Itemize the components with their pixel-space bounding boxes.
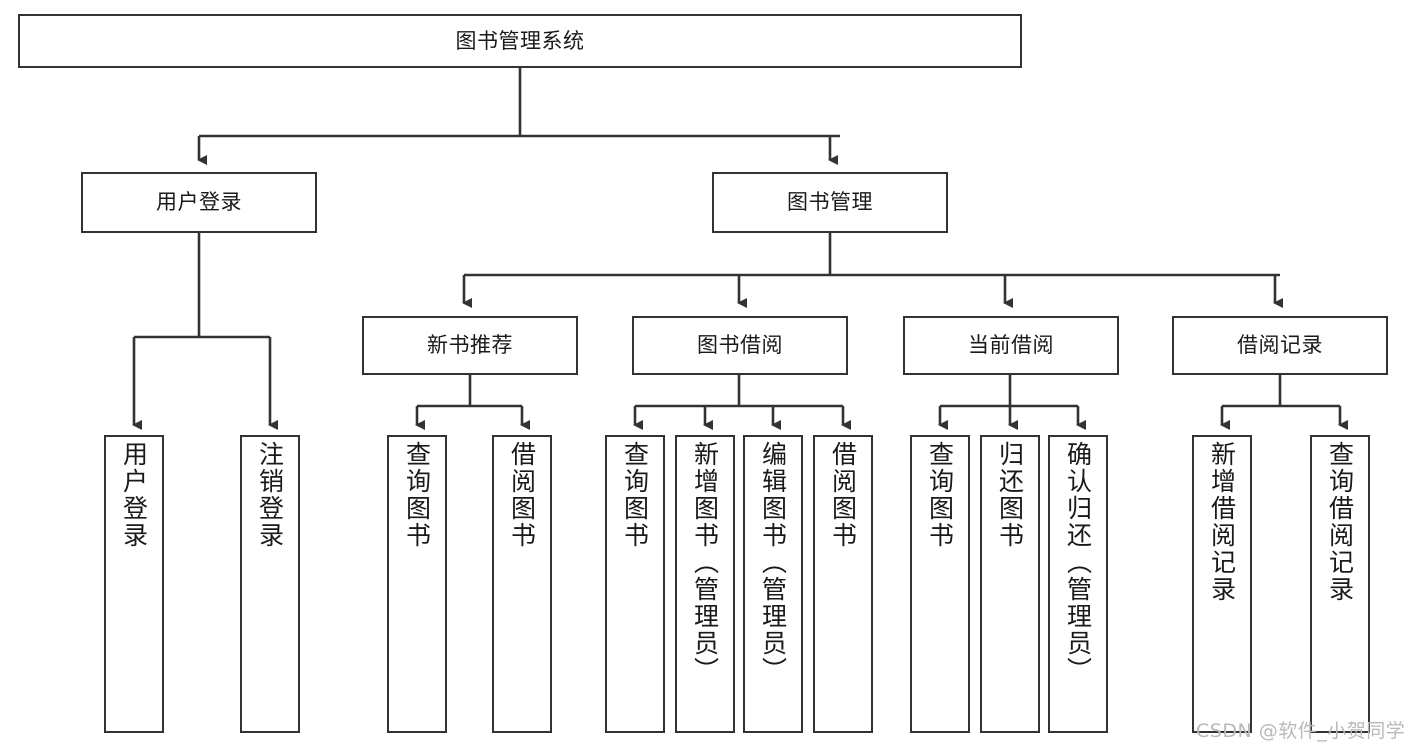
node-new-book-recommend-label: 新书推荐 [427,333,513,358]
node-leaf-query-book-2-label: 查询图书 [620,441,650,549]
node-leaf-return-book[interactable]: 归还图书 [980,435,1040,733]
node-leaf-borrow-book-1[interactable]: 借阅图书 [492,435,552,733]
node-root-label: 图书管理系统 [455,28,585,53]
node-new-book-recommend[interactable]: 新书推荐 [362,316,578,375]
node-book-borrow-label: 图书借阅 [697,333,783,358]
node-leaf-add-record[interactable]: 新增借阅记录 [1192,435,1252,733]
node-borrow-record[interactable]: 借阅记录 [1172,316,1388,375]
node-borrow-record-label: 借阅记录 [1237,333,1323,358]
node-book-manage[interactable]: 图书管理 [712,172,948,233]
node-book-borrow[interactable]: 图书借阅 [632,316,848,375]
node-leaf-borrow-book-2-label: 借阅图书 [828,441,858,549]
node-leaf-query-book-3[interactable]: 查询图书 [910,435,970,733]
node-current-borrow-label: 当前借阅 [968,333,1054,358]
node-leaf-edit-book-label: 编辑图书（管理员） [758,441,788,684]
node-leaf-logout-login-label: 注销登录 [255,441,285,549]
node-book-manage-label: 图书管理 [787,190,873,215]
node-leaf-borrow-book-2[interactable]: 借阅图书 [813,435,873,733]
node-leaf-add-record-label: 新增借阅记录 [1207,441,1237,603]
node-leaf-query-book-1-label: 查询图书 [402,441,432,549]
node-leaf-query-book-3-label: 查询图书 [925,441,955,549]
node-current-borrow[interactable]: 当前借阅 [903,316,1119,375]
node-leaf-confirm-return-label: 确认归还（管理员） [1063,441,1093,684]
node-leaf-user-login[interactable]: 用户登录 [104,435,164,733]
node-leaf-logout-login[interactable]: 注销登录 [240,435,300,733]
node-leaf-query-record[interactable]: 查询借阅记录 [1310,435,1370,733]
node-user-login-label: 用户登录 [156,190,242,215]
node-leaf-edit-book[interactable]: 编辑图书（管理员） [743,435,803,733]
node-leaf-query-book-2[interactable]: 查询图书 [605,435,665,733]
node-leaf-query-book-1[interactable]: 查询图书 [387,435,447,733]
node-leaf-borrow-book-1-label: 借阅图书 [507,441,537,549]
node-leaf-confirm-return[interactable]: 确认归还（管理员） [1048,435,1108,733]
node-leaf-user-login-label: 用户登录 [119,441,149,549]
node-leaf-add-book[interactable]: 新增图书（管理员） [675,435,735,733]
node-root[interactable]: 图书管理系统 [18,14,1022,68]
node-user-login[interactable]: 用户登录 [81,172,317,233]
node-leaf-query-record-label: 查询借阅记录 [1325,441,1355,603]
node-leaf-add-book-label: 新增图书（管理员） [690,441,720,684]
node-leaf-return-book-label: 归还图书 [995,441,1025,549]
